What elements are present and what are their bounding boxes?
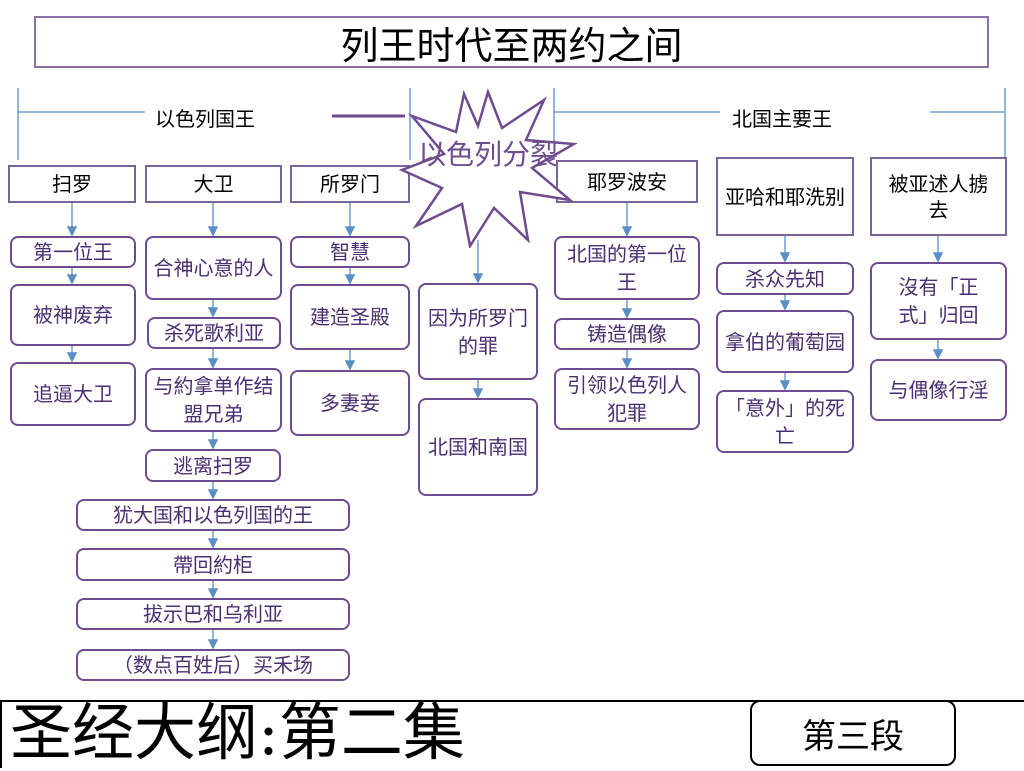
jeroboam-item: 铸造偶像 (554, 318, 700, 350)
head-exile: 被亚述人掳去 (870, 157, 1007, 236)
series-subtitle: 圣经大纲:第二集 (10, 696, 465, 769)
split-label: 以色列分裂 (417, 138, 558, 171)
ahab-item: 杀众先知 (716, 262, 854, 295)
david-item: 逃离扫罗 (145, 449, 281, 482)
solomon-item: 多妻妾 (290, 370, 410, 436)
head-saul: 扫罗 (8, 165, 136, 203)
footer-bar (0, 700, 1024, 768)
head-jeroboam: 耶罗波安 (556, 160, 698, 203)
split-item: 因为所罗门的罪 (418, 283, 538, 380)
jeroboam-item: 北国的第一位王 (554, 236, 700, 300)
ahab-item: 「意外」的死亡 (716, 390, 854, 453)
david-item: 合神心意的人 (145, 236, 282, 300)
head-david: 大卫 (145, 165, 282, 203)
david-item: 帶回約柜 (76, 548, 350, 581)
north-kings-label: 北国主要王 (732, 107, 832, 131)
solomon-item: 建造圣殿 (290, 284, 410, 350)
jeroboam-item: 引领以色列人犯罪 (554, 368, 700, 430)
saul-item: 被神废弃 (10, 284, 136, 346)
ahab-item: 拿伯的葡萄园 (716, 310, 854, 373)
section-tag: 第三段 (750, 700, 956, 766)
david-item: 与約拿单作结盟兄弟 (145, 368, 282, 432)
exile-item: 与偶像行淫 (870, 359, 1007, 421)
split-item: 北国和南国 (418, 398, 538, 496)
south-kings-label: 以色列国王 (155, 107, 255, 131)
head-ahab: 亚哈和耶洗别 (716, 157, 854, 236)
solomon-item: 智慧 (290, 236, 410, 268)
page-title: 列王时代至两约之间 (34, 16, 989, 68)
head-solomon: 所罗门 (290, 165, 410, 203)
david-item: 拔示巴和乌利亚 (76, 598, 350, 630)
split-burst-shape (398, 88, 578, 248)
david-item: （数点百姓后）买禾场 (76, 649, 350, 681)
saul-item: 第一位王 (10, 236, 136, 268)
exile-item: 沒有「正式」归回 (870, 262, 1007, 340)
saul-item: 追逼大卫 (10, 362, 136, 426)
david-item: 杀死歌利亚 (147, 317, 281, 349)
david-item: 犹大国和以色列国的王 (76, 499, 350, 531)
